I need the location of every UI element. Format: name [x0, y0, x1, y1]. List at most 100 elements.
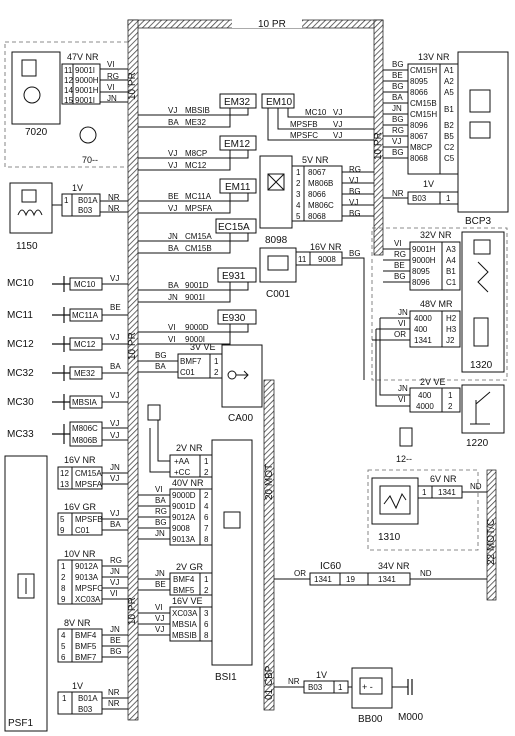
wire-code: XC03A [172, 609, 198, 618]
ground-icon [52, 276, 70, 292]
ground-wire [102, 427, 128, 441]
component-7020-dashed-frame [4, 41, 129, 168]
pin-number: 1 [62, 694, 67, 703]
wire-code: 9000D [185, 323, 209, 332]
ground-icon [52, 307, 70, 323]
wire-color: JN [392, 104, 402, 113]
wire-color: BE [110, 303, 121, 312]
wire-color: BA [392, 93, 403, 102]
pin-number: 2 [204, 468, 209, 477]
wire-color: BG [349, 209, 361, 218]
wire-color: BE [168, 192, 179, 201]
component-8098-box [259, 155, 293, 229]
component-1150-id: 1150 [16, 241, 38, 252]
pin-number: 2 [448, 402, 453, 411]
wire-code: M8CP [410, 143, 432, 152]
pin-number: 5 [61, 642, 66, 651]
harness-mid-label: 20 MOT [264, 464, 275, 500]
component-bsi1-id: BSI1 [215, 672, 237, 683]
harness-far-right-label: 22 MOT/C [486, 519, 497, 565]
ground-label: MC11 [7, 310, 33, 321]
component-1320-id: 1320 [470, 360, 493, 371]
psf1-wires-e [102, 697, 128, 710]
wire-color: BG [349, 187, 361, 196]
wire-color: NR [108, 688, 120, 697]
pin-number: 11 [64, 66, 73, 75]
component-1310-id: 1310 [378, 532, 401, 543]
wire-color: VJ [392, 137, 401, 146]
component-1320: 1320 32V NR 9001H A3 9000H A4 8095 B1 80… [371, 227, 508, 381]
harness-top-label: 10 PR [258, 19, 286, 30]
psf1-wires-a [102, 472, 128, 485]
wire-code: CM15A [185, 232, 212, 241]
wire-color: JN [398, 308, 408, 317]
wire-color: VI [168, 323, 176, 332]
wire-color: VI [398, 395, 406, 404]
wire-code: MBSIB [185, 106, 210, 115]
wire-code: 1341 [414, 336, 432, 345]
bcp3-connector: 13V NR [418, 52, 450, 62]
wire-code: 8068 [308, 212, 326, 221]
wire-color: ND [470, 482, 482, 491]
splice-em12 [219, 135, 257, 151]
component-1320-dashed-frame [371, 227, 508, 381]
wire-code: M806B [308, 179, 333, 188]
lightning-icon [477, 261, 489, 293]
splice-label: EM32 [224, 97, 251, 108]
bsi1-connector-a-box [169, 454, 213, 478]
ecu-chip-icon [21, 189, 37, 203]
wire-color: BG [349, 249, 361, 258]
component-bsi1-box [211, 439, 253, 666]
c1150-wires [52, 200, 128, 213]
wire-color: NR [108, 193, 120, 202]
psf1-connector-b-box [57, 512, 103, 536]
psf1-wire-colors-d: JN BE BG [110, 625, 122, 656]
wire-code: MPSFB [75, 515, 103, 524]
ground-label: MC10 [7, 278, 34, 289]
wire-code: 4000 [414, 314, 432, 323]
wire-color: VJ [110, 509, 119, 518]
pin-number: 2 [214, 368, 219, 377]
wire-code: MBSIA [172, 620, 198, 629]
wire-code: 400 [414, 325, 428, 334]
wire-code: 8067 [308, 168, 326, 177]
splice-em32 [219, 93, 257, 109]
wire-color: VJ [110, 274, 119, 283]
e930-wires [138, 324, 249, 345]
wire-code: +CC [174, 468, 190, 477]
c1320-connector: 32V NR [420, 230, 452, 240]
psf1-connector-e-box [57, 691, 103, 715]
wire-code: BMF4 [75, 631, 97, 640]
wire-code: ME32 [74, 369, 95, 378]
pin-number: A4 [446, 256, 456, 265]
wire-color: NR [392, 189, 404, 198]
psf1-wires-c [102, 565, 128, 600]
c7020-wires [100, 68, 128, 103]
component-bb00: 1V B03 1 NR + - BB00 M000 [274, 667, 423, 725]
wave-icon [383, 492, 407, 510]
component-bb00-id: BB00 [358, 714, 383, 725]
c1320-connector-2: 48V MR [420, 299, 453, 309]
bsi1-power-wires [147, 404, 170, 473]
component-1220-sub: 12-- [396, 454, 412, 464]
ca00-wires [138, 360, 178, 373]
relay-icon-cross [267, 173, 285, 191]
coil-icon [17, 209, 43, 217]
wire-color: OR [394, 330, 406, 339]
component-7020: 7020 70-- 47V NR 11 9001I 12 9000H 14 90… [4, 41, 129, 168]
pin-number: A1 [444, 66, 454, 75]
wire-color: VJ [349, 198, 358, 207]
pin-number: H3 [446, 325, 457, 334]
psf1-wire-colors-c: RG JN VJ VI [110, 556, 122, 598]
pin-number: 8 [204, 535, 209, 544]
wire-color: BG [392, 148, 404, 157]
component-1220: 1220 2V VE 400 1 4000 2 JN VI 12-- [375, 318, 505, 464]
wire-code: 9008 [172, 524, 190, 533]
wire-code: M806C [72, 424, 98, 433]
pin-number: H2 [446, 314, 457, 323]
pin-number: 12 [64, 76, 73, 85]
wire-code: CM15H [410, 66, 437, 75]
harness-right-bar [373, 19, 384, 256]
wire-code: 9001I [75, 66, 95, 75]
wire-color: BG [392, 60, 404, 69]
